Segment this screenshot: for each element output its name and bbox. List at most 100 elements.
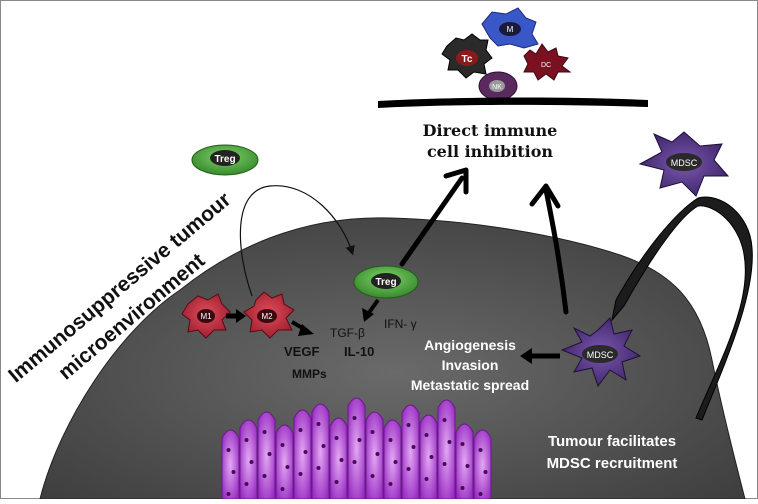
m2-label: M2 xyxy=(261,312,273,321)
vessel-nucleus xyxy=(460,486,465,490)
treg-cell-inner: Treg xyxy=(353,265,419,299)
vessel-villus xyxy=(347,397,366,500)
vessel-nucleus xyxy=(285,465,290,469)
vessel-nucleus xyxy=(411,445,416,449)
vessel-villus xyxy=(329,417,348,500)
vessel-villus xyxy=(221,429,240,500)
vessel-nucleus xyxy=(262,474,267,478)
treg-inner-label: Treg xyxy=(375,277,396,288)
vessel-tissue xyxy=(221,397,492,500)
vessel-nucleus xyxy=(244,438,249,442)
vessel-villus xyxy=(293,409,312,500)
vessel-nucleus xyxy=(442,462,447,466)
recruitment-arrow xyxy=(611,196,753,421)
vessel-nucleus xyxy=(388,482,393,486)
vessel-nucleus xyxy=(334,480,339,484)
cytokine-tgfb: TGF-β xyxy=(330,326,365,340)
vessel-nucleus xyxy=(478,492,483,496)
vessel-villus xyxy=(275,424,294,500)
m2-to-cytokines-arrow xyxy=(291,320,314,336)
vessel-nucleus xyxy=(388,438,393,442)
mdsc-inner-label: MDSC xyxy=(587,350,614,360)
vessel-nucleus xyxy=(226,448,231,452)
vessel-nucleus xyxy=(267,452,272,456)
vessel-nucleus xyxy=(262,430,267,434)
vessel-nucleus xyxy=(370,474,375,478)
effect-metastatic-spread: Metastatic spread xyxy=(411,377,529,393)
mdsc-cell-inner: MDSC xyxy=(560,317,642,388)
vessel-villus xyxy=(257,411,276,500)
tumour-mass xyxy=(39,217,746,500)
vessel-villus xyxy=(239,419,258,500)
vessel-nucleus xyxy=(339,458,344,462)
vessel-nucleus xyxy=(375,452,380,456)
vessel-nucleus xyxy=(406,423,411,427)
macrophage-label: M xyxy=(507,25,514,34)
nk-cell: NK xyxy=(478,71,518,101)
vessel-nucleus xyxy=(442,418,447,422)
inhibition-label-1: Direct immune xyxy=(423,121,558,140)
cytokine-ifng: IFN- γ xyxy=(384,317,417,331)
vessel-nucleus xyxy=(334,436,339,440)
effect-invasion: Invasion xyxy=(442,357,499,373)
effect-angiogenesis: Angiogenesis xyxy=(424,337,516,353)
vessel-nucleus xyxy=(244,482,249,486)
cytokine-vegf: VEGF xyxy=(284,344,319,359)
vessel-nucleus xyxy=(298,428,303,432)
mdsc-outer-label: MDSC xyxy=(671,158,698,168)
treg-top-label: Treg xyxy=(214,154,235,165)
treg-to-cytokines-arrow xyxy=(362,298,380,322)
vessel-villus xyxy=(401,404,420,500)
treg-curve-arrow xyxy=(239,185,355,297)
vessel-villus xyxy=(473,429,492,500)
m1-macrophage: M1 xyxy=(181,293,231,339)
vessel-nucleus xyxy=(298,472,303,476)
inhibition-label-2: cell inhibition xyxy=(427,142,553,161)
cytokine-il10: IL-10 xyxy=(344,344,374,359)
vessel-nucleus xyxy=(352,460,357,464)
vessel-nucleus xyxy=(447,440,452,444)
vessel-nucleus xyxy=(316,422,321,426)
m1-to-m2-arrow xyxy=(226,309,246,323)
vessel-nucleus xyxy=(316,466,321,470)
vessel-nucleus xyxy=(321,444,326,448)
vessel-nucleus xyxy=(226,492,231,496)
vessel-villus xyxy=(365,411,384,500)
recruitment-label-1: Tumour facilitates xyxy=(548,433,676,450)
vessel-villus xyxy=(437,399,456,500)
vessel-nucleus xyxy=(465,464,470,468)
vessel-nucleus xyxy=(478,448,483,452)
cytokine-mmps: MMPs xyxy=(292,367,327,381)
nk-label: NK xyxy=(492,84,502,91)
immune-cell-cluster: M Tc DC NK xyxy=(441,7,572,101)
vessel-nucleus xyxy=(429,455,434,459)
vessel-nucleus xyxy=(424,433,429,437)
treg-cell-top: Treg xyxy=(191,144,259,176)
vessel-nucleus xyxy=(280,443,285,447)
mdsc-to-effects-arrow xyxy=(520,348,560,364)
vessel-nucleus xyxy=(460,442,465,446)
dc-cell: DC xyxy=(523,43,572,81)
tc-cell: Tc xyxy=(441,33,493,79)
vessel-nucleus xyxy=(303,450,308,454)
recruitment-label-2: MDSC recruitment xyxy=(547,455,678,472)
mdsc-to-inhibition-arrow xyxy=(529,183,569,315)
dc-label: DC xyxy=(541,62,551,69)
vessel-villus xyxy=(383,419,402,500)
vessel-nucleus xyxy=(393,460,398,464)
vessel-villus xyxy=(455,423,474,500)
vessel-nucleus xyxy=(249,460,254,464)
vessel-nucleus xyxy=(280,487,285,491)
m1-label: M1 xyxy=(200,312,212,321)
m2-macrophage: M2 xyxy=(243,291,295,339)
vessel-nucleus xyxy=(231,470,236,474)
vessel-nucleus xyxy=(370,430,375,434)
macrophage-cell: M xyxy=(481,7,539,49)
vessel-nucleus xyxy=(424,477,429,481)
vessel-nucleus xyxy=(357,438,362,442)
vessel-nucleus xyxy=(352,416,357,420)
tc-label: Tc xyxy=(462,54,473,65)
treg-to-inhibition-arrow xyxy=(399,167,469,267)
